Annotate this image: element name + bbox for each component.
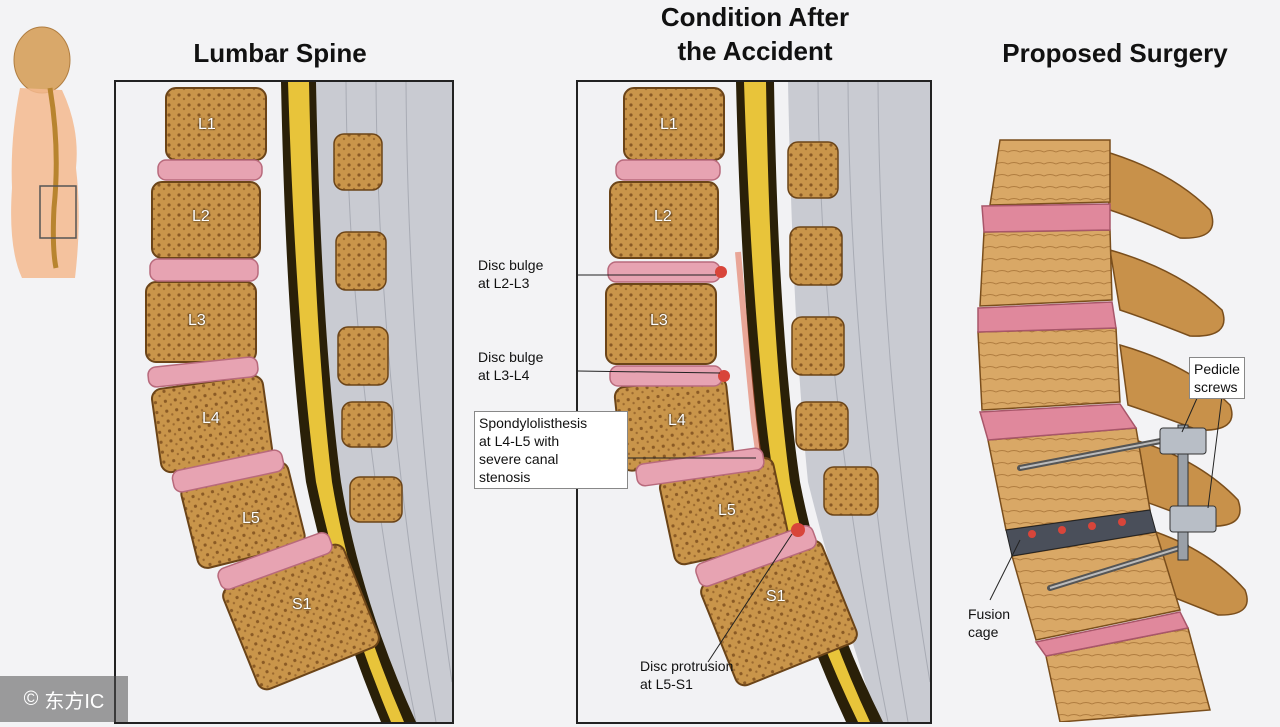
vertebra-label-l5: L5 — [242, 510, 260, 527]
disc-bulge-l2l3-label: Disc bulge at L2-L3 — [478, 257, 544, 291]
condition-title: Condition After the Accident — [660, 2, 850, 66]
pedicle-screws-label: Pedicle screws — [1189, 357, 1245, 399]
vertebra-label-s1: S1 — [766, 588, 786, 605]
disc-bulge-l3l4-label: Disc bulge at L3-L4 — [478, 349, 544, 383]
surgery-illustration — [977, 139, 1248, 722]
lumbar-spine-title: Lumbar Spine — [193, 38, 367, 68]
vertebra-label-l2: L2 — [192, 208, 210, 225]
vertebra-label-l3: L3 — [650, 312, 668, 329]
vertebra-label-l4: L4 — [668, 412, 686, 429]
vertebra-label-l3: L3 — [188, 312, 206, 329]
body-silhouette-icon — [11, 26, 79, 278]
watermark: © 东方IC — [0, 676, 128, 722]
lumbar-spine-illustration — [145, 81, 453, 723]
spondylolisthesis-label: Spondylolisthesis at L4-L5 with severe c… — [474, 411, 628, 489]
copyright-icon: © — [23, 687, 39, 710]
vertebra-label-s1: S1 — [292, 596, 312, 613]
watermark-text: 东方IC — [44, 690, 105, 713]
surgery-title: Proposed Surgery — [1002, 38, 1228, 68]
vertebra-label-l1: L1 — [660, 116, 678, 133]
vertebra-label-l5: L5 — [718, 502, 736, 519]
fusion-cage-label: Fusion cage — [968, 606, 1011, 640]
condition-illustration — [577, 81, 931, 723]
condition-panel: L1 L2 L3 L4 L5 S1 — [576, 80, 932, 724]
disc-protrusion-label: Disc protrusion at L5-S1 — [640, 658, 734, 692]
lumbar-spine-panel: L1 L2 L3 L4 L5 S1 — [114, 80, 454, 724]
vertebra-label-l2: L2 — [654, 208, 672, 225]
vertebra-label-l1: L1 — [198, 116, 216, 133]
vertebra-label-l4: L4 — [202, 410, 220, 427]
